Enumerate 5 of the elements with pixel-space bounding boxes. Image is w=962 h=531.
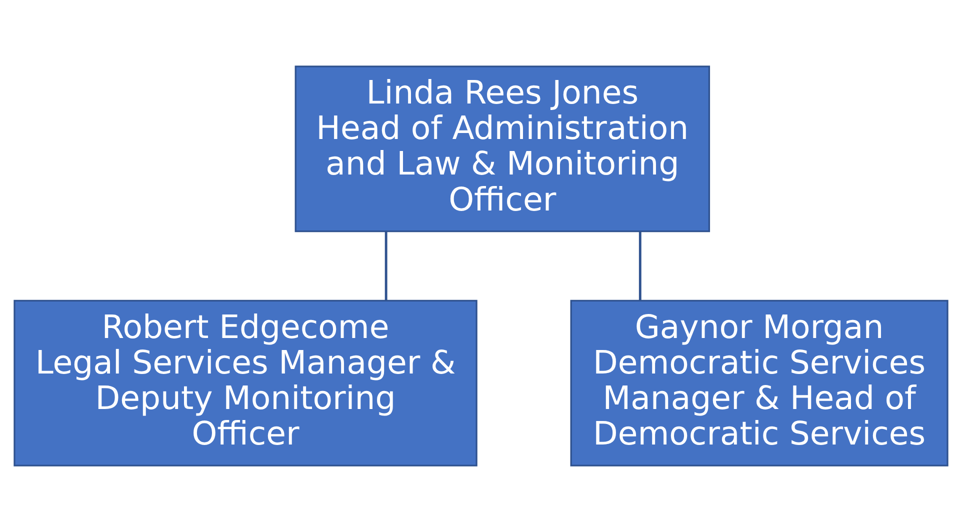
node-box: Gaynor Morgan Democratic Services Manager & Head of Democratic Services [570,299,948,466]
node-box: Linda Rees Jones Head of Administration and Law & Monitoring Officer [294,65,710,232]
node-box: Robert Edgecome Legal Services Manager & Deputy Monitoring Officer [14,299,478,466]
connector [638,230,642,300]
connector [384,230,388,300]
